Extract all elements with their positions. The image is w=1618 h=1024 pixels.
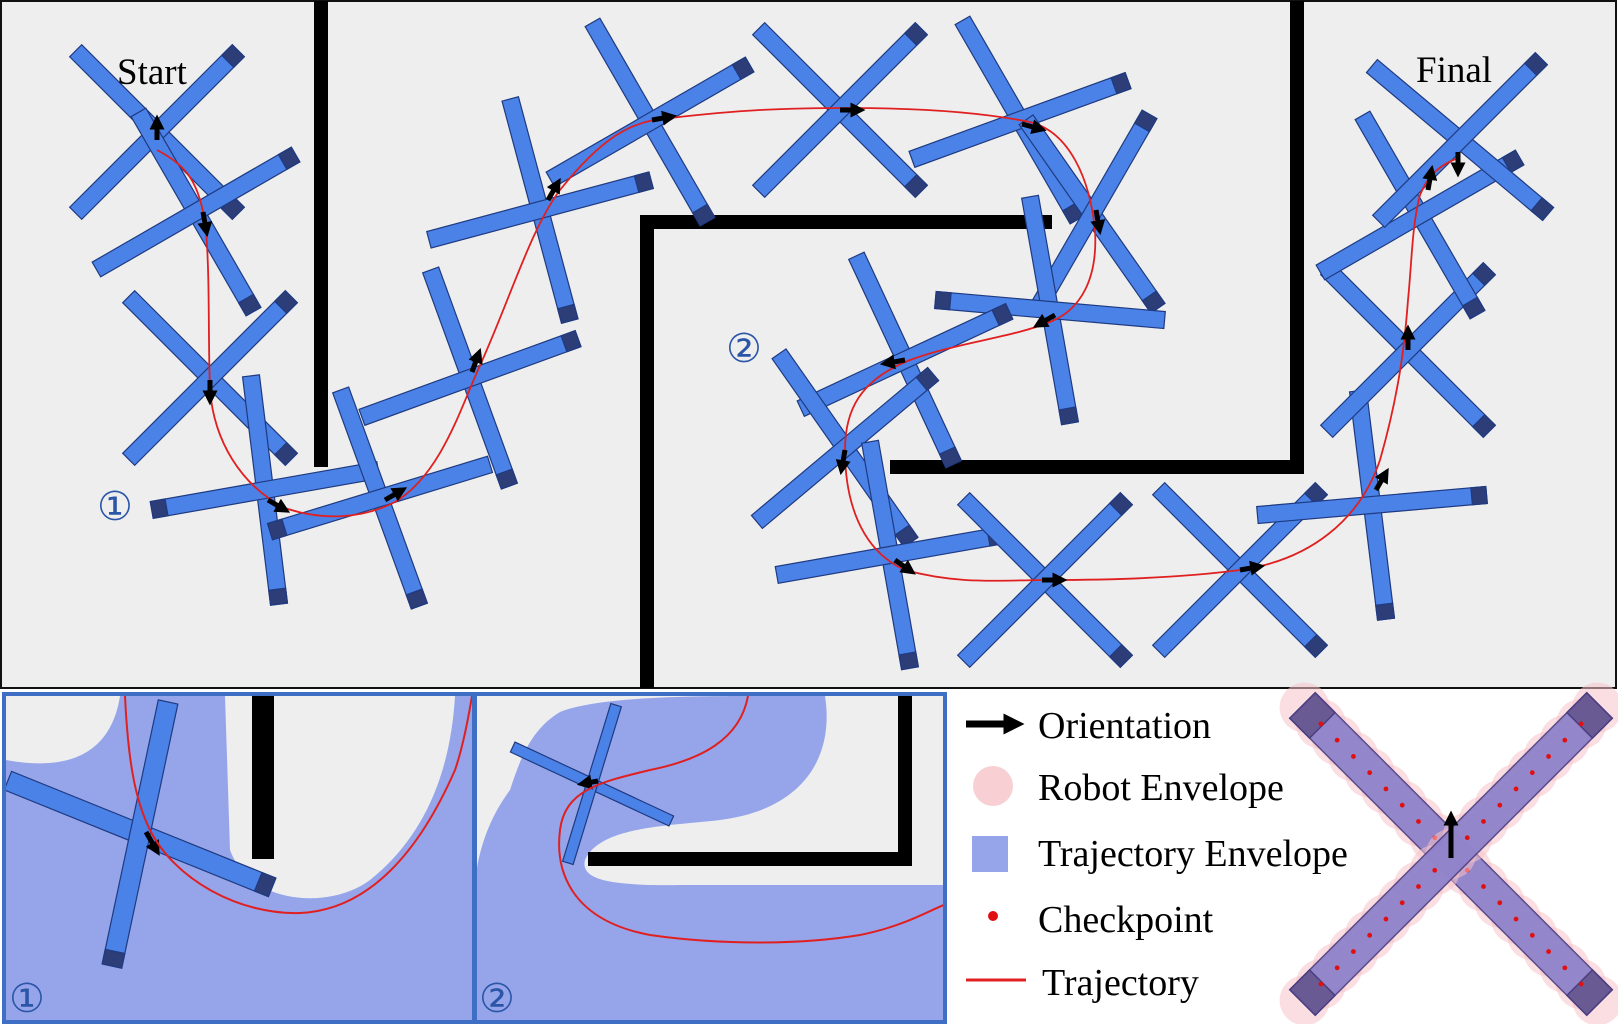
orientation-arrow — [1373, 467, 1389, 492]
robot-poses — [68, 15, 1555, 671]
inset-1-trajectory — [124, 696, 472, 915]
wall-center-vertical — [640, 222, 654, 688]
inset-2-trajectory — [558, 696, 943, 944]
robot-arm — [91, 146, 301, 278]
legend-item-trajectory-envelope: Trajectory Envelope — [972, 833, 1348, 875]
wall-right-horizontal — [890, 460, 1304, 474]
orientation-arrow — [468, 348, 483, 373]
robot-pose — [1365, 51, 1555, 229]
walls — [314, 1, 1304, 688]
robot-arm — [1315, 149, 1525, 281]
inset-2-marker: ② — [479, 976, 515, 1021]
wall-left-vertical — [314, 1, 328, 467]
legend-item-orientation: Orientation — [966, 705, 1211, 747]
orientation-arrow — [879, 354, 906, 370]
wall-center-horizontal — [640, 215, 1052, 229]
robot-arm — [545, 56, 755, 188]
legend-robot-illustration — [1279, 682, 1618, 1024]
final-label: Final — [1416, 50, 1492, 91]
orientation-arrow — [1422, 164, 1438, 191]
orientation-arrow — [651, 110, 678, 126]
legend-label-trajectory: Trajectory — [1042, 962, 1199, 1004]
inset-1-wall — [252, 696, 274, 859]
inset-1-marker: ① — [9, 976, 45, 1021]
robot-pose — [425, 95, 655, 325]
robot-arm — [266, 455, 494, 541]
robot-arm — [1371, 51, 1549, 229]
legend-label-trajectory-envelope: Trajectory Envelope — [1038, 833, 1348, 875]
orientation-arrow — [545, 177, 561, 202]
robot-pose — [934, 194, 1166, 426]
legend-item-trajectory: Trajectory — [966, 962, 1199, 1004]
orientation-arrows — [149, 102, 1466, 588]
robot-pose — [266, 386, 494, 610]
start-label: Start — [117, 52, 188, 93]
orientation-arrow — [266, 497, 291, 513]
robot-pose — [91, 107, 301, 317]
orientation-arrow — [1021, 119, 1047, 134]
legend-label-checkpoint: Checkpoint — [1038, 899, 1214, 941]
inset-2-border — [473, 692, 947, 1024]
inset-2-wall-horizontal — [588, 852, 912, 866]
wall-right-vertical — [1290, 1, 1304, 471]
robot-arm — [101, 699, 179, 969]
legend-label-robot-envelope: Robot Envelope — [1038, 767, 1284, 809]
orientation-arrow — [197, 211, 213, 238]
robot-pose — [149, 374, 381, 606]
inset-2-wall-vertical — [898, 696, 912, 864]
robot-pose — [545, 17, 755, 227]
inset-1: ① — [2, 692, 476, 1024]
robot-arm — [149, 460, 381, 520]
robot-envelope-icon — [973, 766, 1013, 806]
legend-label-orientation: Orientation — [1038, 705, 1211, 747]
orientation-arrow — [1090, 209, 1106, 236]
orientation-arrow — [576, 774, 599, 790]
orientation-arrow — [1239, 560, 1266, 576]
legend-item-checkpoint: Checkpoint — [988, 899, 1214, 941]
robot-pose — [358, 266, 582, 490]
checkpoint-icon — [988, 911, 998, 921]
orientation-arrow — [1032, 312, 1057, 328]
marker-2: ② — [726, 326, 762, 371]
trajectory-envelope-icon — [972, 836, 1008, 872]
robot-arm — [1256, 485, 1488, 525]
orientation-arrow — [835, 449, 851, 476]
inset-2-robot — [509, 702, 675, 866]
inset-2: ② — [473, 692, 947, 1024]
trajectory-line — [156, 107, 1459, 582]
orientation-arrow — [893, 557, 916, 575]
marker-1: ① — [97, 484, 133, 529]
orientation-arrow — [143, 830, 160, 856]
orientation-arrow — [383, 487, 408, 503]
robot-pose — [1315, 110, 1525, 320]
legend-item-robot-envelope: Robot Envelope — [973, 766, 1284, 809]
legend: Orientation Robot Envelope Trajectory En… — [966, 705, 1348, 1004]
inset-1-robot — [6, 699, 277, 969]
robot-arm — [358, 329, 582, 427]
main-panel: Start Final ① ② — [0, 0, 1617, 689]
